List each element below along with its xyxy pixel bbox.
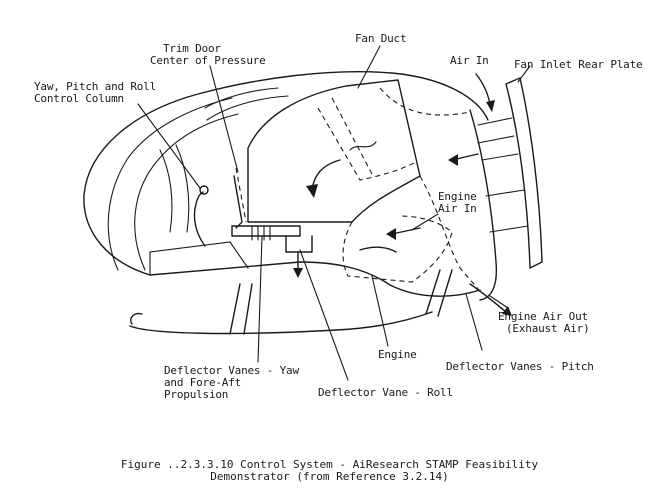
fan-duct-dashed-inner (317, 97, 417, 181)
label-engine-air-out-line1: Engine Air Out (498, 310, 588, 323)
label-engine-air-in-line2: Air In (438, 202, 477, 215)
leader-engine (371, 275, 389, 347)
seat (159, 144, 190, 233)
trim-door (233, 175, 243, 229)
control-column (193, 191, 206, 247)
control-column-grip (199, 185, 209, 195)
leader-fan-duct (357, 45, 381, 89)
label-deflector-roll: Deflector Vane - Roll (318, 386, 453, 399)
exhaust-arrow (469, 283, 507, 313)
air-in-arrow (475, 73, 491, 105)
canopy-inner-line (107, 97, 233, 271)
label-engine: Engine (378, 348, 417, 361)
trim-door-dashed (235, 167, 247, 223)
air-in-arrow-head (486, 100, 495, 112)
leader-fan-inlet-rear-plate (517, 65, 531, 83)
canopy-outline (83, 71, 489, 276)
fan-duct-body (247, 79, 421, 223)
figure-caption-line1: Figure ..2.3.3.10 Control System - AiRes… (120, 458, 539, 471)
label-deflector-yaw-line3: Propulsion (164, 388, 229, 401)
leader-deflector-pitch (465, 293, 483, 351)
figure-caption-line2: Demonstrator (from Reference 3.2.14) (210, 470, 449, 483)
skid-struts (229, 269, 453, 335)
label-deflector-yaw-line2: and Fore-Aft (164, 376, 242, 389)
leader-engine-air-out (489, 295, 509, 309)
inlet-stiffeners (477, 117, 529, 233)
label-control-column-line1: Yaw, Pitch and Roll (34, 80, 157, 93)
engine-air-in-arrow-head (386, 228, 396, 240)
flow-arrow-duct-head (306, 184, 318, 198)
fan-duct-dashed-outer (379, 87, 481, 293)
fan-inlet-rear-plate-shape (505, 77, 543, 269)
leader-trim-door (209, 65, 239, 173)
thrust-arrow-down-head (293, 268, 303, 278)
label-deflector-yaw-line1: Deflector Vanes - Yaw (164, 364, 299, 377)
deflector-vanes-yaw (251, 225, 271, 241)
leader-control-column (137, 103, 201, 189)
label-fan-inlet-rear-plate: Fan Inlet Rear Plate (514, 58, 643, 71)
flow-squiggle (349, 141, 377, 151)
front-skid (129, 312, 337, 335)
label-control-column-line2: Control Column (34, 92, 124, 105)
lower-body-outline (149, 261, 481, 297)
label-deflector-pitch: Deflector Vanes - Pitch (446, 360, 594, 373)
flow-arrow-inlet-head (448, 154, 458, 166)
canopy-frame-line (134, 113, 239, 271)
label-engine-air-out-line2: (Exhaust Air) (506, 322, 590, 335)
exhaust-arrow-head (502, 306, 512, 316)
canopy-brace (204, 87, 289, 121)
engine-air-in-arrow (391, 227, 421, 235)
leader-deflector-roll (299, 249, 349, 381)
deflector-vane-assembly (231, 225, 313, 253)
front-lower-panel (149, 241, 249, 276)
fan-inlet-shroud (469, 109, 498, 301)
leader-deflector-yaw (257, 235, 263, 363)
label-trim-door-line2: Center of Pressure (150, 54, 266, 67)
leader-engine-air-in (411, 213, 439, 231)
label-fan-duct: Fan Duct (355, 32, 407, 45)
engine-dashed-outline (342, 215, 453, 283)
label-engine-air-in-line1: Engine (438, 190, 477, 203)
engine-curl-arrow (359, 246, 397, 253)
rear-skid (335, 311, 433, 331)
label-trim-door-line1: Trim Door (163, 42, 221, 55)
label-air-in: Air In (450, 54, 489, 67)
